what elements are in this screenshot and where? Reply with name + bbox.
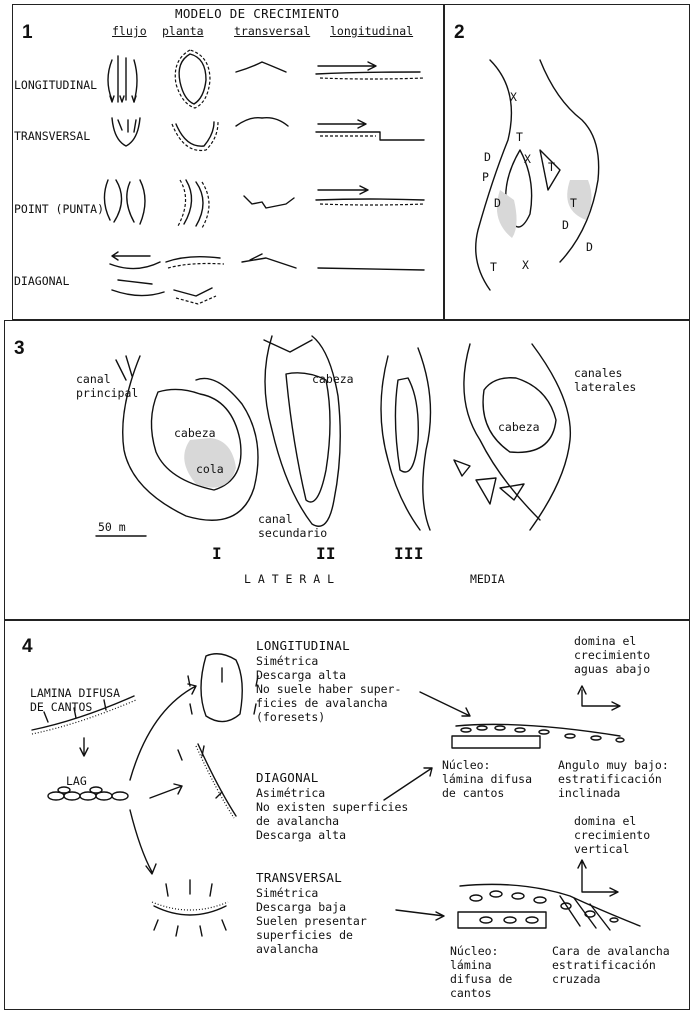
lag-pebbles: [48, 787, 128, 800]
transversal-section-deposit: [458, 884, 640, 930]
longitudinal-section-deposit: [452, 724, 624, 748]
